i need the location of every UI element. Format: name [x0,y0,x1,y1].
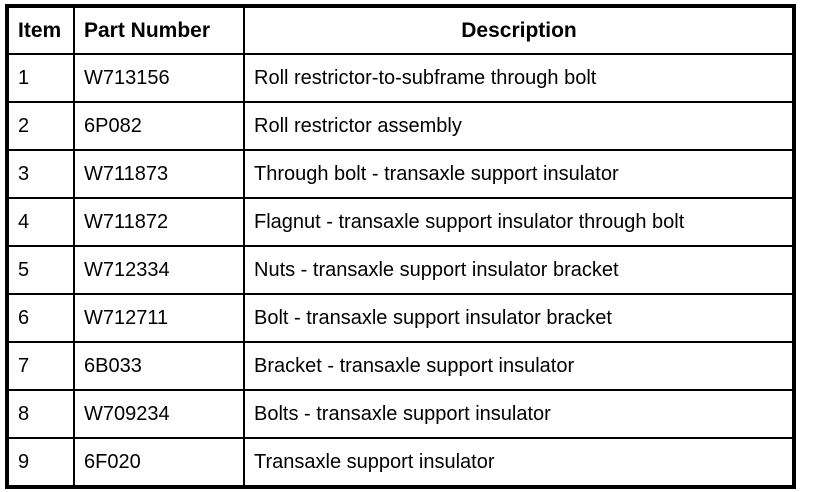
cell-item: 9 [6,437,75,488]
cell-part-number: 6P082 [73,101,245,151]
cell-part-number: W711873 [73,149,245,199]
column-header-part-number: Part Number [73,5,245,55]
cell-description: Flagnut - transaxle support insulator th… [243,197,795,247]
cell-description: Roll restrictor assembly [243,101,795,151]
cell-item: 8 [6,389,75,439]
cell-description: Bracket - transaxle support insulator [243,341,795,391]
cell-item: 6 [6,293,75,343]
cell-description: Roll restrictor-to-subframe through bolt [243,53,795,103]
cell-part-number: W711872 [73,197,245,247]
cell-part-number: 6F020 [73,437,245,488]
cell-item: 2 [6,101,75,151]
cell-item: 1 [6,53,75,103]
cell-description: Transaxle support insulator [243,437,795,488]
cell-part-number: 6B033 [73,341,245,391]
cell-item: 5 [6,245,75,295]
cell-description: Nuts - transaxle support insulator brack… [243,245,795,295]
cell-part-number: W712711 [73,293,245,343]
column-header-description: Description [243,5,795,55]
cell-description: Bolts - transaxle support insulator [243,389,795,439]
column-header-item: Item [6,5,75,55]
cell-item: 3 [6,149,75,199]
cell-description: Bolt - transaxle support insulator brack… [243,293,795,343]
cell-part-number: W709234 [73,389,245,439]
cell-description: Through bolt - transaxle support insulat… [243,149,795,199]
cell-item: 7 [6,341,75,391]
cell-item: 4 [6,197,75,247]
cell-part-number: W713156 [73,53,245,103]
cell-part-number: W712334 [73,245,245,295]
header-row: Item Part Number Description [6,5,795,55]
